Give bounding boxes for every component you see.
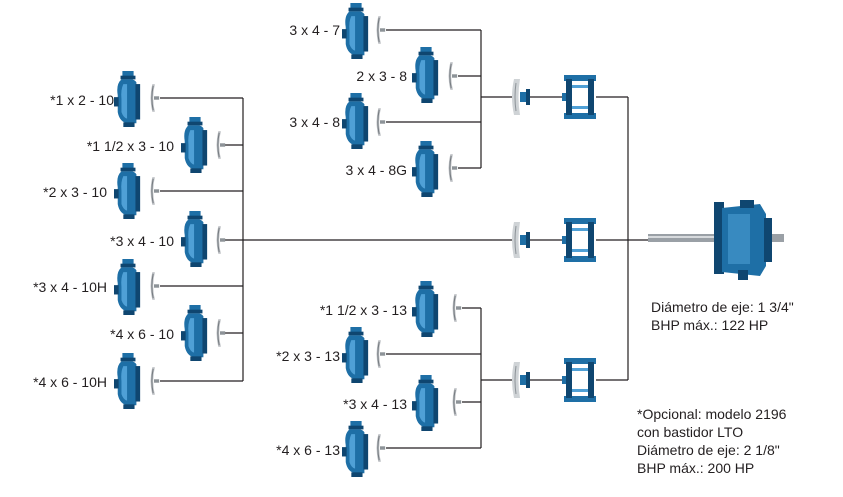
impeller-icon [150, 176, 160, 206]
model-label: *3 x 4 - 10H [33, 279, 107, 295]
optional-note-line: BHP máx.: 200 HP [637, 460, 755, 476]
pump-casing-icon [181, 211, 208, 267]
bracket-icon [562, 218, 596, 262]
impeller-icon [376, 433, 386, 463]
adapter-icon [511, 221, 531, 259]
adapter-icon [511, 78, 531, 116]
model-label: 3 x 4 - 8G [345, 162, 407, 178]
impeller-icon [376, 15, 386, 45]
impeller-icon [150, 366, 160, 396]
pump-casing-icon [342, 93, 369, 149]
impeller-icon [376, 107, 386, 137]
pump-casing-icon [114, 163, 141, 219]
model-label: *4 x 6 - 10 [110, 326, 174, 342]
pump-casing-icon [114, 71, 141, 127]
shaft-diameter-text: Diámetro de eje: 1 3/4" [651, 299, 794, 315]
bhp-max-text: BHP máx.: 122 HP [651, 317, 769, 333]
pump-casing-icon [412, 281, 439, 337]
pump-casing-icon [412, 47, 439, 103]
pump-casing-icon [114, 259, 141, 315]
pump-casing-icon [412, 375, 439, 431]
bracket-icon [562, 358, 596, 402]
pump-casing-icon [181, 117, 208, 173]
model-label: *4 x 6 - 10H [33, 374, 107, 390]
model-label: *1 x 2 - 10 [50, 92, 114, 108]
pump-casing-icon [114, 353, 141, 409]
impeller-icon [216, 130, 226, 160]
power-frame-specs: Diámetro de eje: 1 3/4" BHP máx.: 122 HP [651, 298, 794, 334]
model-label: *2 x 3 - 13 [276, 348, 340, 364]
impeller-icon [150, 271, 160, 301]
connector-lines [160, 29, 660, 449]
impeller-icon [452, 387, 462, 417]
model-label: *3 x 4 - 10 [110, 233, 174, 249]
pump-casing-icon [181, 305, 208, 361]
model-label: *3 x 4 - 13 [343, 396, 407, 412]
adapter-icon [511, 361, 531, 399]
impeller-icon [216, 318, 226, 348]
impeller-icon [452, 293, 462, 323]
impeller-icon [376, 339, 386, 369]
model-label: 3 x 4 - 8 [289, 114, 340, 130]
pump-casing-icon [342, 327, 369, 383]
optional-note-line: Diámetro de eje: 2 1/8" [637, 442, 780, 458]
model-label: *4 x 6 - 13 [276, 442, 340, 458]
model-label: *1 1/2 x 3 - 13 [319, 302, 407, 318]
optional-note: *Opcional: modelo 2196 con bastidor LTO … [637, 405, 786, 477]
model-label: *2 x 3 - 10 [43, 184, 107, 200]
power-frame-icon [648, 200, 784, 280]
optional-note-line: con bastidor LTO [637, 424, 744, 440]
impeller-icon [448, 61, 458, 91]
adapter-bracket-column [511, 75, 596, 402]
model-label: 3 x 4 - 7 [289, 22, 340, 38]
impeller-icon [448, 153, 458, 183]
pump-casing-icon [412, 141, 439, 197]
model-label: *1 1/2 x 3 - 10 [86, 138, 174, 154]
optional-note-line: *Opcional: modelo 2196 [637, 406, 787, 422]
pump-casing-icon [342, 421, 369, 477]
bracket-icon [562, 75, 596, 119]
impeller-icon [216, 225, 226, 255]
impeller-icon [150, 83, 160, 113]
pump-casing-icon [342, 3, 369, 59]
model-label: 2 x 3 - 8 [356, 68, 407, 84]
